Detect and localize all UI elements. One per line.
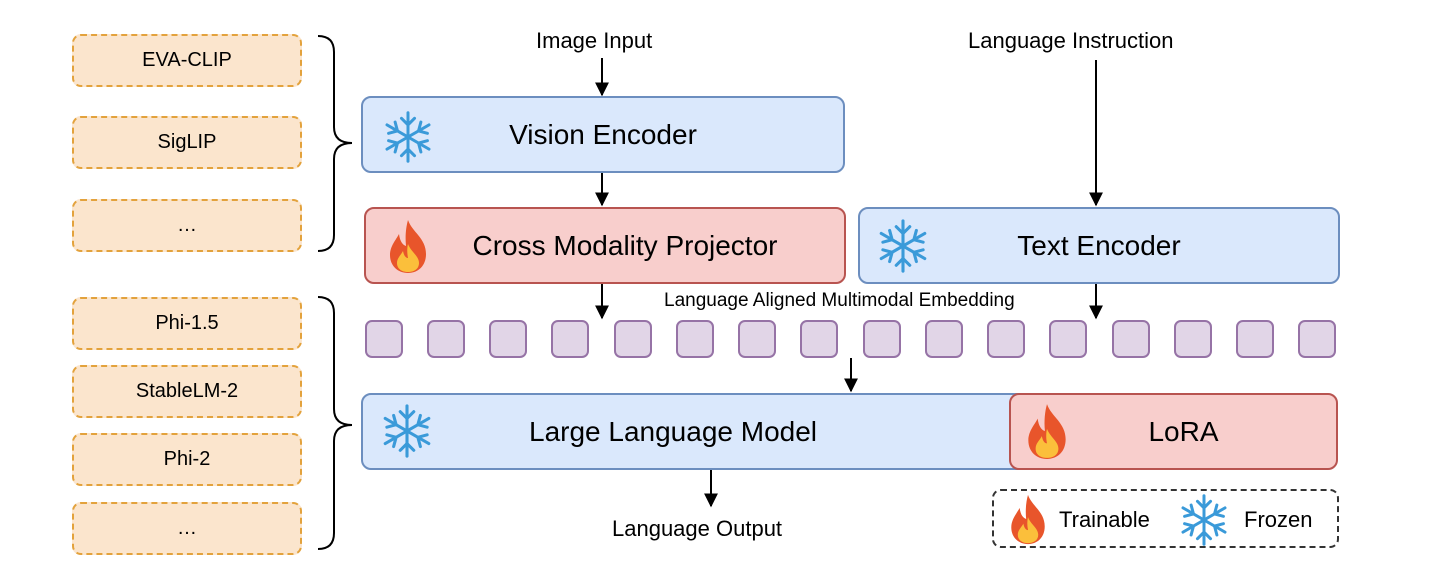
vision-option-eva-clip: EVA-CLIP [72, 34, 302, 87]
embedding-token [365, 320, 403, 358]
embedding-token [863, 320, 901, 358]
language-output-label: Language Output [612, 516, 783, 541]
snowflake-icon [385, 111, 431, 163]
legend-box [992, 489, 1339, 548]
legend-trainable-label: Trainable [1059, 507, 1150, 532]
llm-option-more: … [72, 502, 302, 555]
embedding-token [551, 320, 589, 358]
flame-icon [1028, 404, 1066, 459]
cross-modality-projector-label: Cross Modality Projector [472, 229, 778, 261]
flame-icon [1011, 494, 1045, 545]
legend-frozen-label: Frozen [1244, 507, 1313, 532]
vision-option-more: … [72, 199, 302, 252]
embedding-token [1112, 320, 1150, 358]
embedding-token [1049, 320, 1087, 358]
text-encoder-label: Text Encoder [1017, 229, 1181, 261]
large-language-model-label: Large Language Model [529, 415, 818, 447]
embedding-token [738, 320, 776, 358]
large-language-model-block: Large Language Model [361, 393, 1041, 470]
snowflake-icon [383, 404, 431, 458]
llm-option-stablelm-2: StableLM-2 [72, 365, 302, 418]
image-input-label: Image Input [536, 28, 653, 53]
llm-option-phi-1-5: Phi-1.5 [72, 297, 302, 350]
llm-option-phi-2: Phi-2 [72, 433, 302, 486]
vision-encoder-block: Vision Encoder [361, 96, 845, 173]
embedding-label: Language Aligned Multimodal Embedding [664, 290, 1015, 312]
embedding-token [1174, 320, 1212, 358]
embedding-token [1298, 320, 1336, 358]
embedding-token [800, 320, 838, 358]
embedding-token [614, 320, 652, 358]
lora-label: LoRA [1148, 415, 1219, 447]
llm-options-brace [317, 296, 353, 550]
snowflake-icon [879, 219, 927, 273]
embedding-token [489, 320, 527, 358]
embedding-token [1236, 320, 1274, 358]
vision-encoder-label: Vision Encoder [509, 118, 697, 150]
cross-modality-projector-block: Cross Modality Projector [364, 207, 846, 284]
lora-block: LoRA [1009, 393, 1338, 470]
snowflake-icon [1181, 494, 1227, 546]
vision-option-siglip: SigLIP [72, 116, 302, 169]
language-instruction-label: Language Instruction [968, 28, 1174, 53]
embedding-token [925, 320, 963, 358]
vision-options-brace [317, 35, 353, 252]
flame-icon [390, 220, 426, 273]
embedding-token [987, 320, 1025, 358]
text-encoder-block: Text Encoder [858, 207, 1340, 284]
embedding-token [676, 320, 714, 358]
embedding-token [427, 320, 465, 358]
